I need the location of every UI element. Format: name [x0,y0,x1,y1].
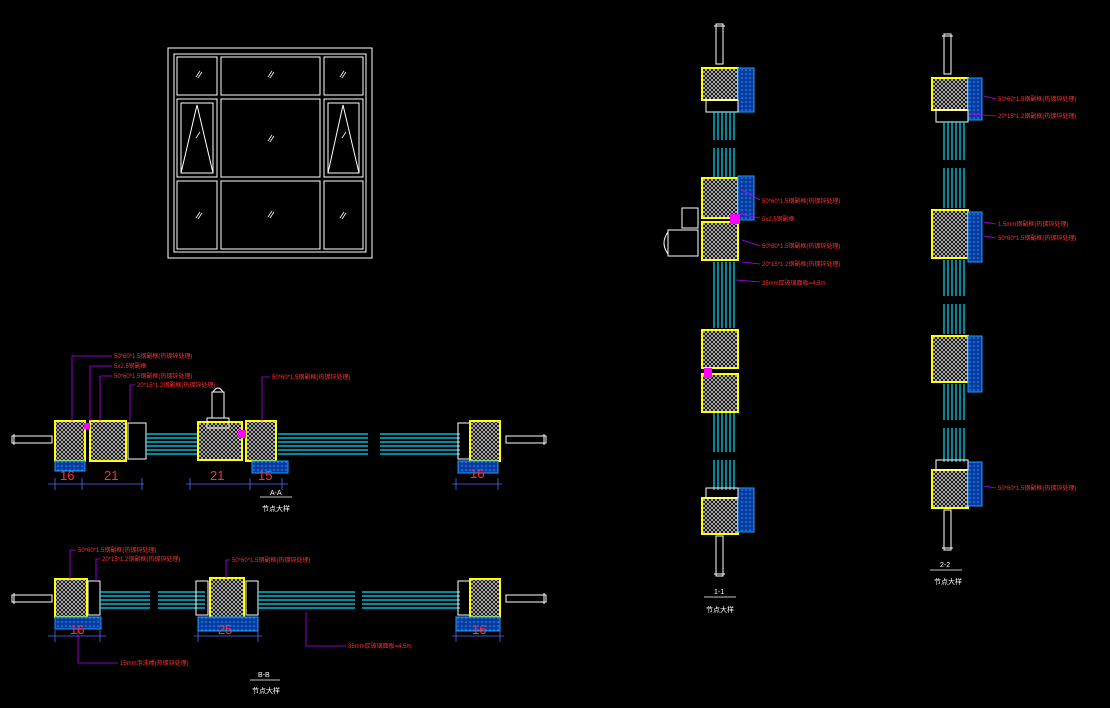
s11-annotation-1: 50*60*1.5钢副框(热镀锌处理) [762,197,840,205]
s22-caption: 节点大样 [934,577,962,586]
bb-annotation-2: 20*15*1.2钢副框(热镀锌处理) [102,555,180,563]
s11-caption: 节点大样 [706,605,734,614]
s22-title: 2-2 [940,562,950,569]
aa-annotation-5: 50*60*1.5钢副框(热镀锌处理) [272,373,350,381]
aa-annotation-1: 50*60*1.5钢副框(热镀锌处理) [114,352,192,360]
aa-caption: 节点大样 [262,504,290,513]
bb-caption: 节点大样 [252,686,280,695]
s22-annotation-3: 1.5mm钢副框(热镀锌处理) [998,220,1068,228]
s11-title: 1-1 [714,589,724,596]
bb-title: B-B [258,672,270,679]
bb-annotation-3: 50*60*1.5钢副框(热镀锌处理) [232,556,310,564]
aa-dim-4: 15 [258,468,272,483]
bb-dim-3: 16 [472,622,486,637]
s11-annotation-4: 20*15*1.2钢副框(热镀锌处理) [762,260,840,268]
s11-annotation-2: 5x2.5钢副框 [762,215,795,223]
aa-dim-3: 21 [210,468,224,483]
aa-annotation-3: 50*60*1.5钢副框(热镀锌处理) [114,372,192,380]
window-elevation [167,47,373,259]
s22-annotation-2: 20*15*1.2钢副框(热镀锌处理) [998,112,1076,120]
bb-dim-1: 16 [70,622,84,637]
s22-annotation-4: 50*60*1.5钢副框(热镀锌处理) [998,234,1076,242]
section-22-labels: 50*60*1.5钢副框(热镀锌处理) 20*15*1.2钢副框(热镀锌处理) … [934,95,1076,586]
section-11-labels: 50*60*1.5钢副框(热镀锌处理) 5x2.5钢副框 50*60*1.5钢副… [706,197,840,614]
bb-annotation-4: 15mm泡沫棒(热镀锌处理) [120,659,189,667]
bb-annotation-5: 35mm厚玻璃面板=4.5m [348,642,412,650]
aa-title: A-A [270,490,282,497]
section-aa [11,355,547,498]
s22-annotation-1: 50*60*1.5钢副框(热镀锌处理) [998,95,1076,103]
aa-annotation-2: 5x2.5钢副框 [114,362,147,370]
aa-dim-5: 16 [470,466,484,481]
section-22 [930,33,997,571]
section-aa-labels: 50*60*1.5钢副框(热镀锌处理) 5x2.5钢副框 50*60*1.5钢副… [60,352,484,513]
section-bb [11,549,547,681]
aa-dim-1: 16 [60,468,74,483]
aa-dim-2: 21 [104,468,118,483]
s11-annotation-3: 50*60*1.5钢副框(热镀锌处理) [762,242,840,250]
section-11 [663,23,761,598]
section-bb-labels: 50*60*1.5钢副框(热镀锌处理) 20*15*1.2钢副框(热镀锌处理) … [70,546,486,695]
bb-annotation-1: 50*60*1.5钢副框(热镀锌处理) [78,546,156,554]
bb-dim-2: 25 [218,622,232,637]
aa-annotation-4: 20*15*1.2钢副框(热镀锌处理) [137,381,215,389]
s11-annotation-5: 35mm厚玻璃面板=4.5m [762,279,826,287]
s22-annotation-5: 50*60*1.5钢副框(热镀锌处理) [998,484,1076,492]
